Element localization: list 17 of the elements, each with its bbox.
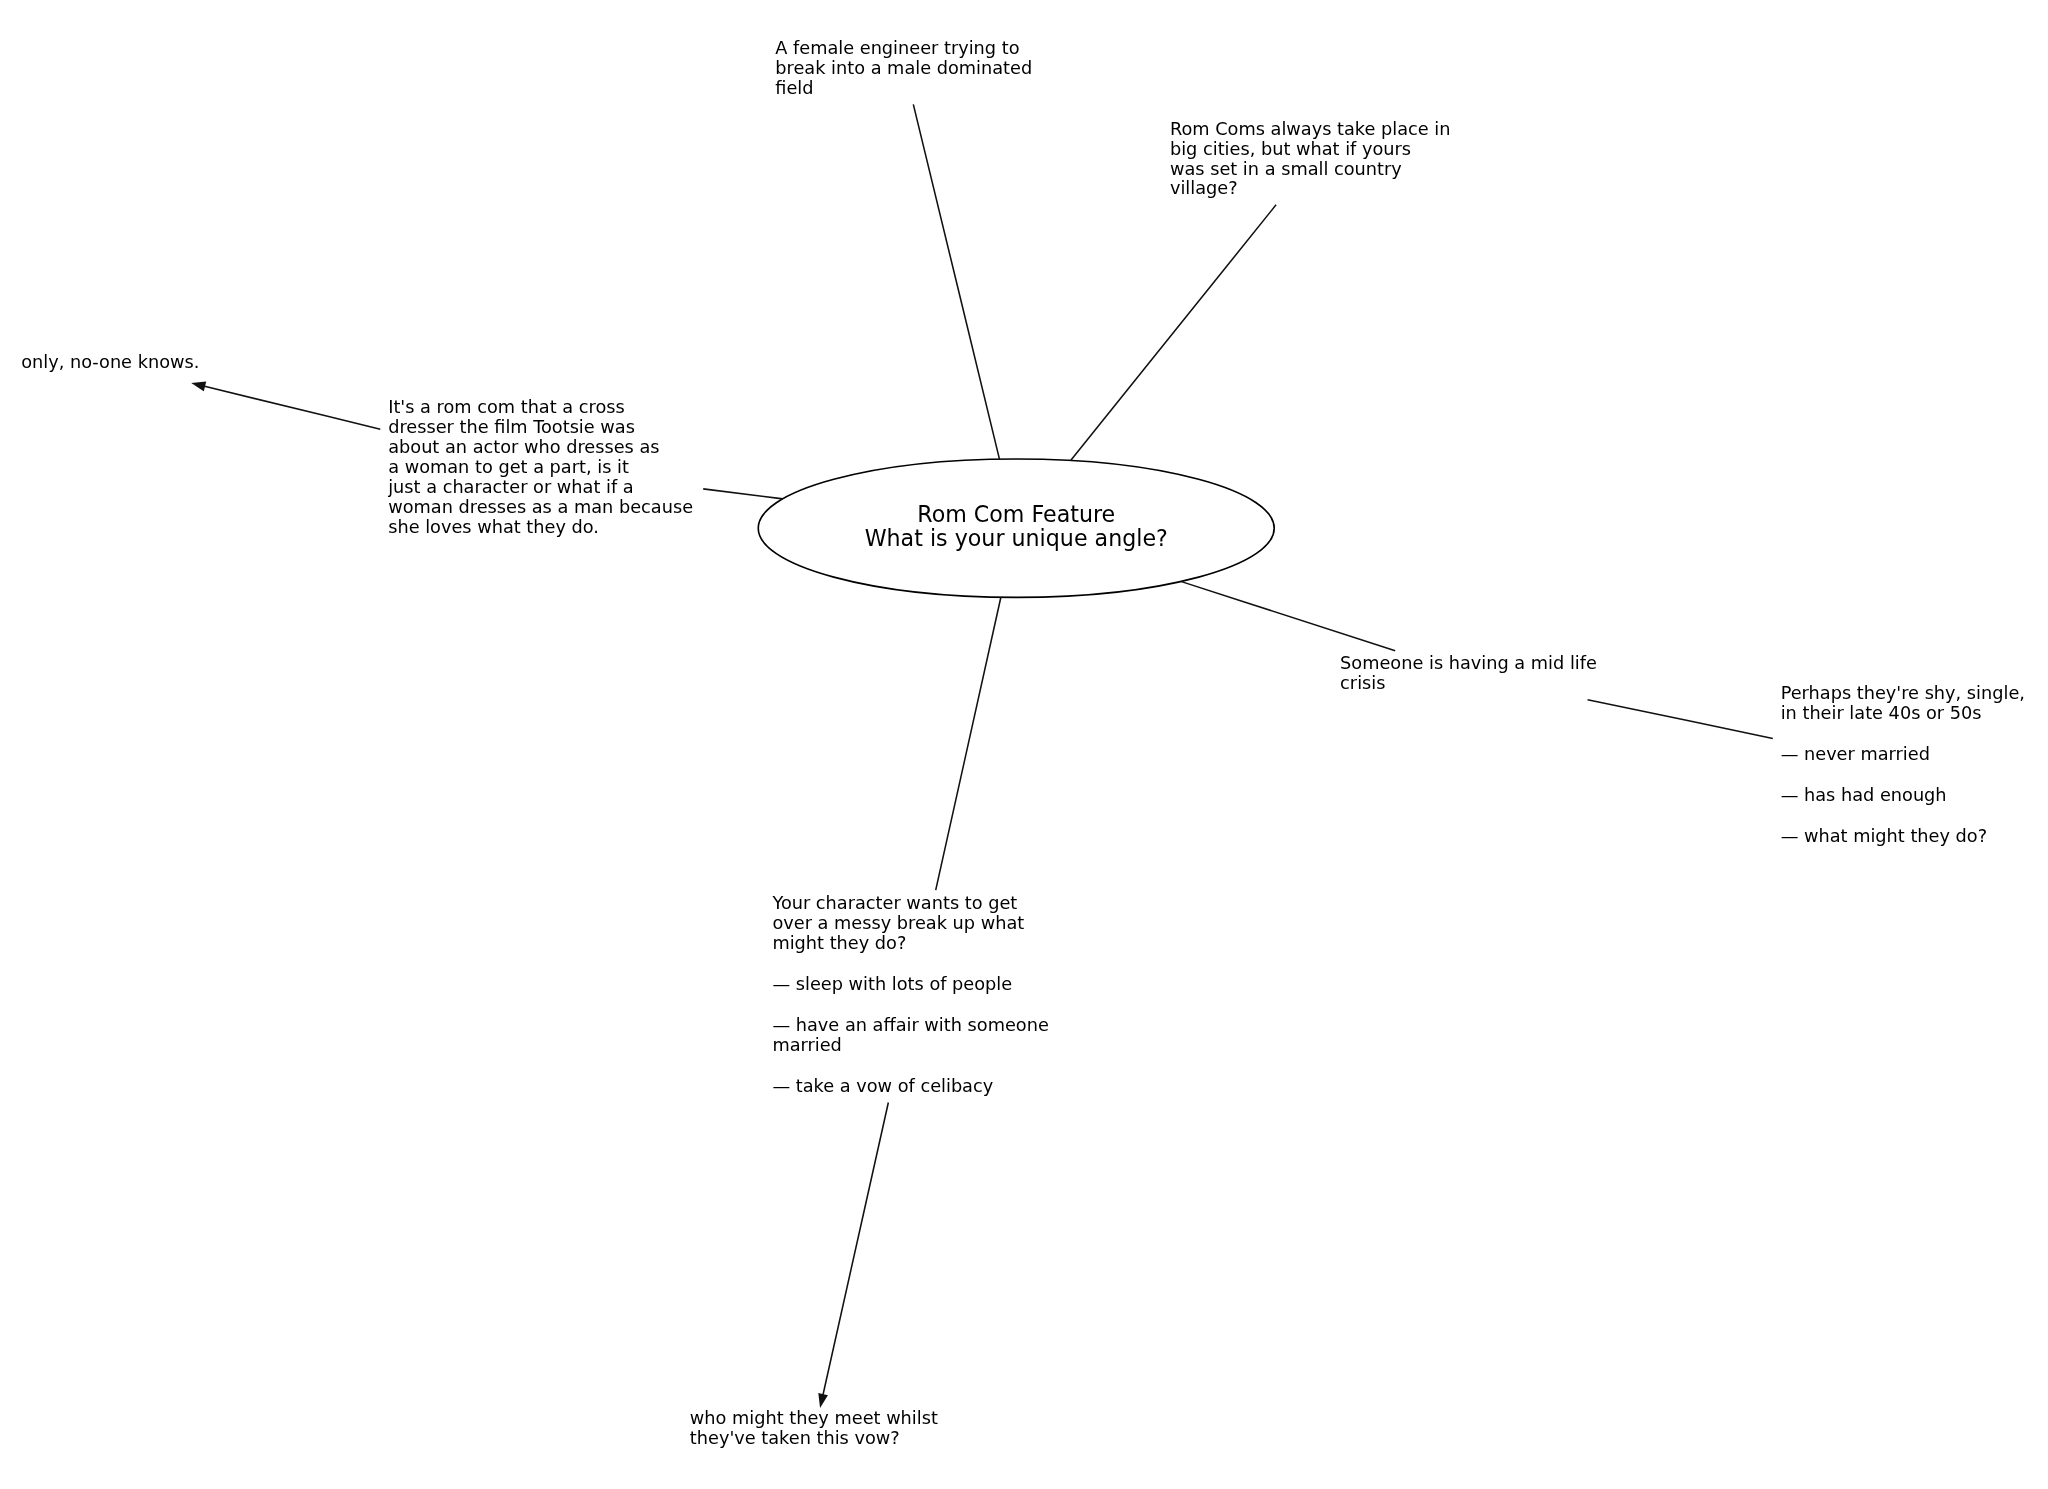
node-text: Perhaps they're shy, single, in their late 40s or 50s — never married — has had enough — what might they do? <box>1780 682 2025 846</box>
connector <box>1069 203 1277 461</box>
node-ellipse: Rom Com Feature What is your unique angle? <box>756 457 1275 598</box>
arrow <box>817 1101 889 1408</box>
connector <box>1179 580 1396 651</box>
node-text: who might they meet whilst they've taken this vow? <box>689 1407 938 1448</box>
node-text: It's a rom com that a cross dresser the film Tootsie was about an actor who dresses as a woman to get a part, is it just a character or what if a woman dresses as a man because she loves what they do. <box>387 396 693 537</box>
node-text: Your character wants to get over a messy break up what might they do? — sleep with lots of people — have an affair with someone married — take a vow of celibacy <box>771 892 1049 1096</box>
connector <box>912 103 1000 460</box>
connector <box>1586 698 1774 739</box>
node-text: only, no-one knows. <box>20 351 199 372</box>
connector <box>701 487 784 500</box>
connector <box>934 596 1002 891</box>
node-text: Rom Coms always take place in big cities, but what if yours was set in a small country village? <box>1169 118 1450 198</box>
arrow <box>190 381 381 430</box>
node-text: Someone is having a mid life crisis <box>1339 652 1597 693</box>
node-text: A female engineer trying to break into a male dominated field <box>774 37 1032 98</box>
